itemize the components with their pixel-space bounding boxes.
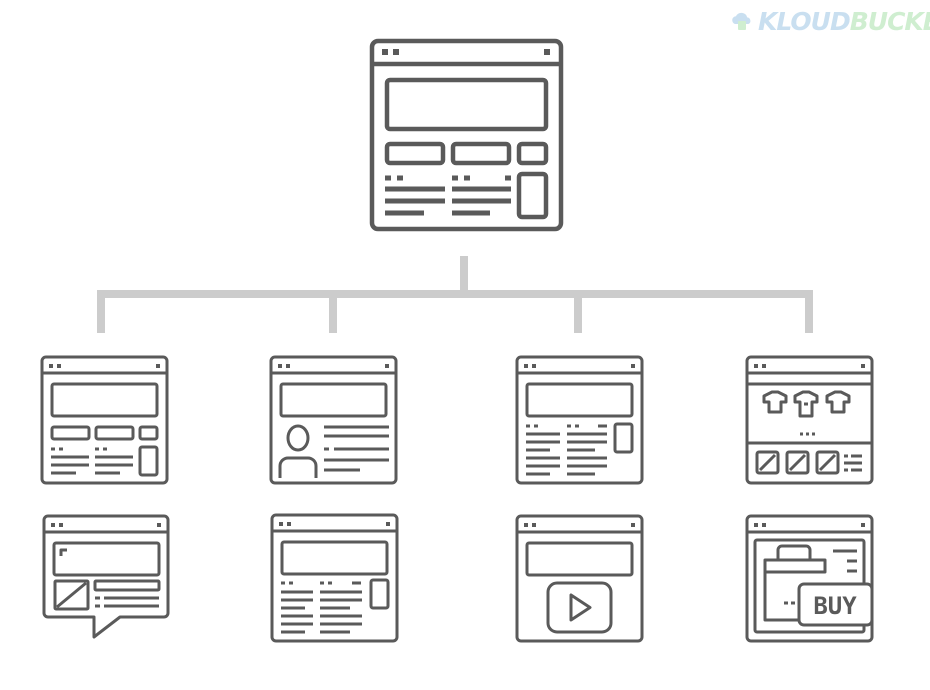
shirt-left-icon	[762, 390, 788, 414]
shop-catalog-layout-icon	[745, 355, 874, 485]
homepage-layout-icon	[369, 38, 564, 232]
kloudbucket-logo: KLOUDBUCKET	[730, 6, 930, 36]
video-page-layout-icon	[515, 514, 644, 643]
article-layout-icon	[515, 355, 644, 485]
comment-page-layout-icon	[42, 514, 170, 639]
cloud-bucket-icon	[732, 12, 751, 30]
logo-text-bucket: BUCKET	[849, 6, 930, 36]
shirt-center-icon	[793, 390, 819, 418]
shopping-bag-icon	[763, 544, 827, 574]
blog-post-layout-icon	[270, 513, 399, 643]
play-icon	[569, 593, 592, 622]
landing-page-layout-icon	[40, 355, 169, 485]
profile-page-layout-icon	[269, 355, 398, 485]
connector-lines	[97, 256, 813, 333]
buy-page-layout-icon	[745, 514, 874, 643]
shirt-right-icon	[825, 390, 851, 414]
buy-label: BUY	[813, 592, 857, 620]
logo-text-kloud: KLOUD	[758, 6, 851, 36]
